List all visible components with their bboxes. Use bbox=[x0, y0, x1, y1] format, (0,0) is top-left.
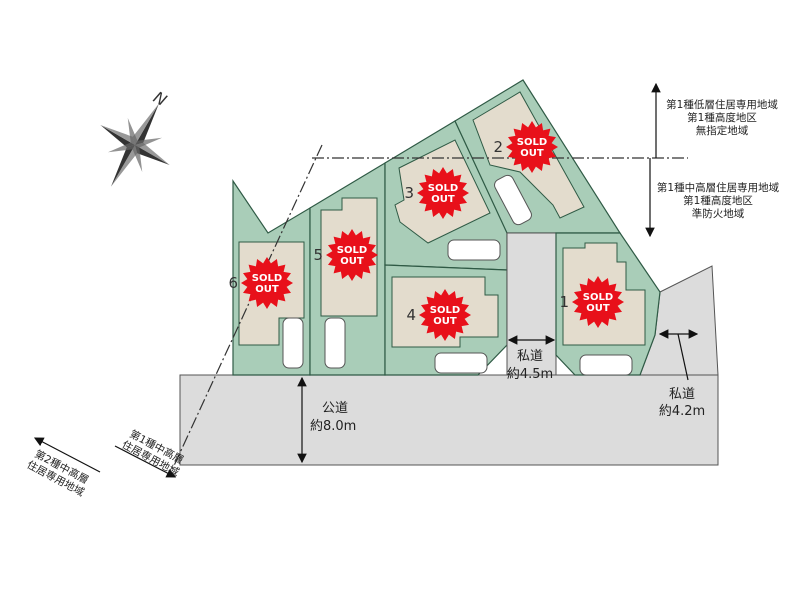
sold-out-label: OUT bbox=[586, 303, 610, 314]
sold-out-label: OUT bbox=[431, 194, 455, 205]
lot-number: 1 bbox=[559, 293, 569, 311]
sold-out-label: SOLD bbox=[337, 245, 367, 256]
zone-upper-line1: 第1種低層住居専用地域 bbox=[666, 98, 778, 111]
sold-out-starburst-icon bbox=[417, 167, 469, 219]
zone-lower-line1: 第1種中高層住居専用地域 bbox=[657, 181, 780, 194]
sold-out-starburst-icon bbox=[241, 257, 293, 309]
lot-number: 3 bbox=[404, 184, 414, 202]
sold-out-label: SOLD bbox=[583, 292, 613, 303]
lot-number: 5 bbox=[313, 246, 323, 264]
sold-out-label: SOLD bbox=[428, 183, 458, 194]
private-road-center-width: 約4.5m bbox=[507, 367, 553, 382]
zone-arrow-right bbox=[114, 445, 177, 478]
sold-out-label: SOLD bbox=[517, 137, 547, 148]
sold-out-label: SOLD bbox=[430, 305, 460, 316]
car-icon bbox=[447, 239, 501, 261]
sold-out-starburst-icon bbox=[419, 289, 471, 341]
sold-out-label: OUT bbox=[520, 148, 544, 159]
private-road-center-name: 私道 bbox=[517, 349, 543, 364]
car-icon bbox=[434, 352, 488, 374]
private-road-center bbox=[506, 232, 557, 376]
lot-number: 4 bbox=[406, 306, 416, 324]
sold-out-starburst-icon bbox=[572, 276, 624, 328]
car-icon bbox=[324, 317, 346, 369]
sold-out-starburst-icon bbox=[506, 121, 558, 173]
sold-out-starburst-icon bbox=[326, 229, 378, 281]
zone-lower-line3: 準防火地域 bbox=[692, 207, 745, 220]
sold-out-label: OUT bbox=[340, 256, 364, 267]
car-icon bbox=[282, 317, 304, 369]
lot-number: 2 bbox=[493, 138, 503, 156]
compass-rose-icon bbox=[100, 103, 170, 187]
public-road-name: 公道 bbox=[322, 401, 348, 416]
zone-upper-line3: 無指定地域 bbox=[696, 124, 749, 137]
lot-number: 6 bbox=[228, 274, 238, 292]
private-road-right-leader bbox=[677, 333, 689, 381]
public-road bbox=[179, 374, 719, 466]
public-road-width: 約8.0m bbox=[310, 419, 356, 434]
sold-out-label: OUT bbox=[433, 316, 457, 327]
zone-arrow-left bbox=[33, 437, 101, 473]
sold-out-label: SOLD bbox=[252, 273, 282, 284]
car-icon bbox=[579, 354, 633, 376]
sold-out-label: OUT bbox=[255, 284, 279, 295]
compass-north-label: N bbox=[150, 88, 170, 110]
zone-lower-line2: 第1種高度地区 bbox=[683, 194, 753, 207]
private-road-right-width: 約4.2m bbox=[659, 404, 705, 419]
zone-upper-line2: 第1種高度地区 bbox=[687, 111, 757, 124]
car-icon bbox=[494, 174, 532, 226]
private-road-right-name: 私道 bbox=[669, 387, 695, 402]
